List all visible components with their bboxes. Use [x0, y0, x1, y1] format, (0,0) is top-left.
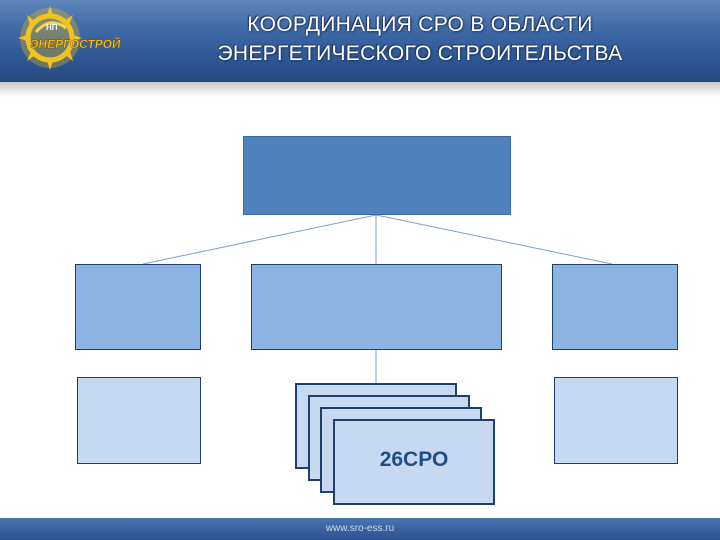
- top-org-box: [243, 136, 511, 215]
- left-org-box: [75, 264, 201, 350]
- center-org-box: [251, 264, 502, 350]
- page-title: КООРДИНАЦИЯ СРО В ОБЛАСТИ ЭНЕРГЕТИЧЕСКОГ…: [150, 10, 690, 68]
- title-line-1: КООРДИНАЦИЯ СРО В ОБЛАСТИ: [247, 13, 593, 36]
- connector-to-left: [142, 214, 377, 265]
- logo-small-text: НП: [46, 23, 58, 32]
- sro-stack-card-1: 26СРО: [333, 419, 495, 505]
- footer-bar: www.sro-ess.ru: [0, 518, 720, 540]
- right-sub-box: [554, 377, 678, 464]
- sro-count-label: 26СРО: [379, 448, 449, 471]
- header-banner: [0, 0, 720, 82]
- logo: НП ЭНЕРГОСТРОЙ: [18, 6, 122, 70]
- logo-text: ЭНЕРГОСТРОЙ: [29, 36, 122, 51]
- left-sub-box: [77, 377, 201, 464]
- header-shadow: [0, 82, 720, 96]
- connector-to-right: [375, 214, 613, 265]
- right-org-box: [552, 264, 678, 350]
- sun-emblem-icon: [18, 6, 82, 70]
- footer-url[interactable]: www.sro-ess.ru: [325, 523, 395, 534]
- title-line-2: ЭНЕРГЕТИЧЕСКОГО СТРОИТЕЛЬСТВА: [217, 42, 623, 65]
